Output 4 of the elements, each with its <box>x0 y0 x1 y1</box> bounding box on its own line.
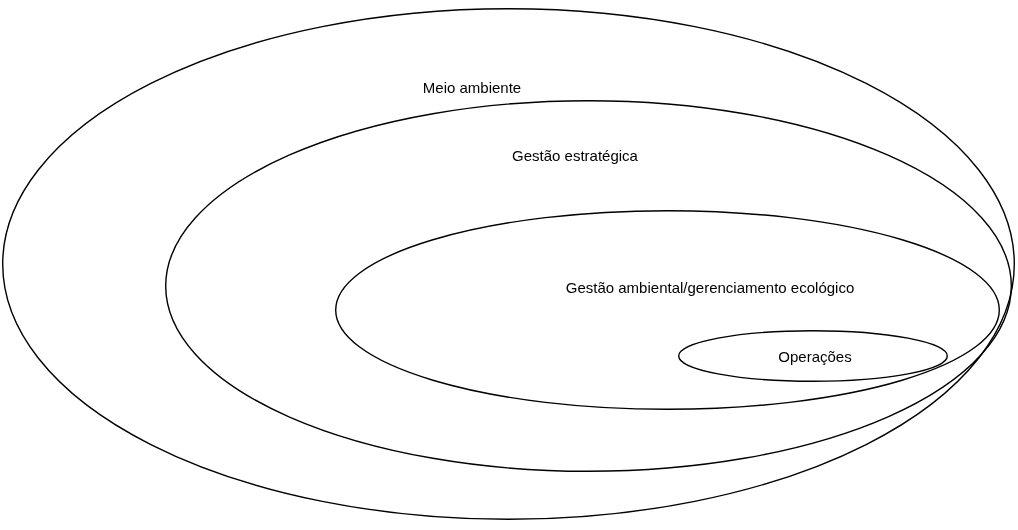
region-label: Meio ambiente <box>422 78 522 96</box>
region-label: Gestão ambiental/gerenciamento ecológico <box>565 278 855 296</box>
region-label: Operações <box>778 347 852 365</box>
region-label: Gestão estratégica <box>512 146 638 164</box>
